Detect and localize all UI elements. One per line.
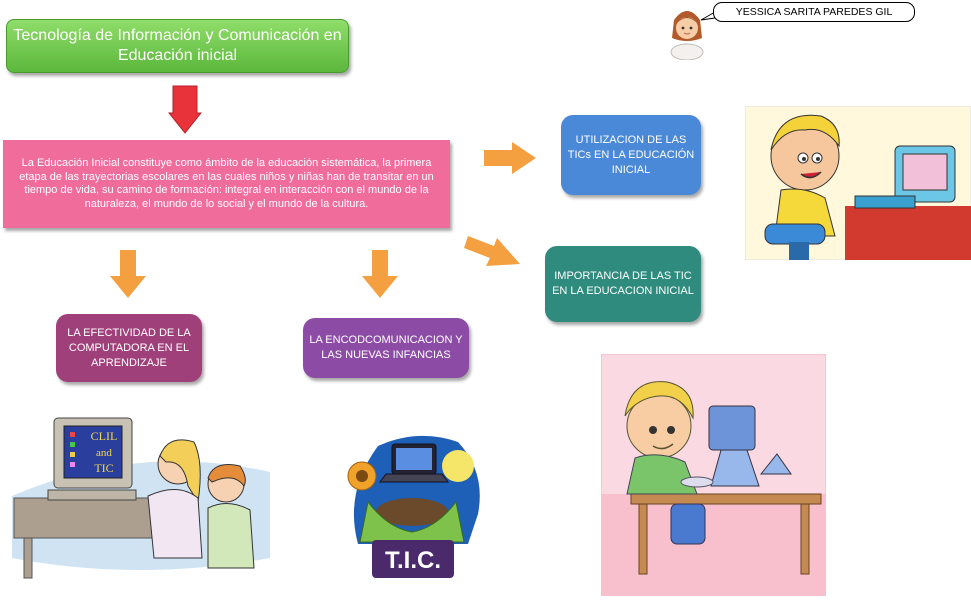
down-arrow-red (168, 85, 202, 134)
node-importancia-label: IMPORTANCIA DE LAS TIC EN LA EDUCACION I… (552, 270, 694, 297)
author-name: YESSICA SARITA PAREDES GIL (713, 2, 915, 22)
arrow-right-to-utilizacion (484, 142, 536, 174)
node-efectividad-label: LA EFECTIVIDAD DE LA COMPUTADORA EN EL A… (67, 326, 191, 369)
tic-logo-illustration: T.I.C. (347, 435, 480, 578)
main-description-text: La Educación Inicial constituye como ámb… (19, 157, 434, 210)
node-efectividad: LA EFECTIVIDAD DE LA COMPUTADORA EN EL A… (56, 314, 202, 382)
node-utilizacion-label: UTILIZACION DE LAS TICs EN LA EDUCACIÓN … (567, 133, 695, 176)
title-box: Tecnología de Información y Comunicación… (6, 19, 349, 73)
arrow-down-to-efectividad (110, 250, 146, 298)
child-at-computer-illustration (601, 354, 826, 596)
diagram-title: Tecnología de Información y Comunicación… (13, 27, 342, 64)
clil-screen-line2: and (96, 447, 112, 459)
tic-logo-text: T.I.C. (385, 547, 441, 574)
node-importancia: IMPORTANCIA DE LAS TIC EN LA EDUCACION I… (545, 246, 701, 322)
kids-clil-illustration: CLIL and TIC (12, 417, 270, 579)
boy-at-computer-illustration (745, 106, 971, 260)
avatar-icon (670, 11, 704, 60)
speech-tail (700, 11, 716, 21)
node-encodcomunicacion-label: LA ENCODCOMUNICACION Y LAS NUEVAS INFANC… (309, 334, 463, 361)
main-description-box: La Educación Inicial constituye como ámb… (3, 140, 450, 228)
clil-screen-line1: CLIL (91, 429, 118, 443)
arrow-diagonal-to-importancia (464, 236, 520, 266)
arrow-down-to-encodcomunicacion (362, 250, 398, 298)
clil-screen-line3: TIC (94, 461, 113, 475)
node-encodcomunicacion: LA ENCODCOMUNICACION Y LAS NUEVAS INFANC… (303, 318, 469, 378)
node-utilizacion: UTILIZACION DE LAS TICs EN LA EDUCACIÓN … (561, 115, 701, 195)
